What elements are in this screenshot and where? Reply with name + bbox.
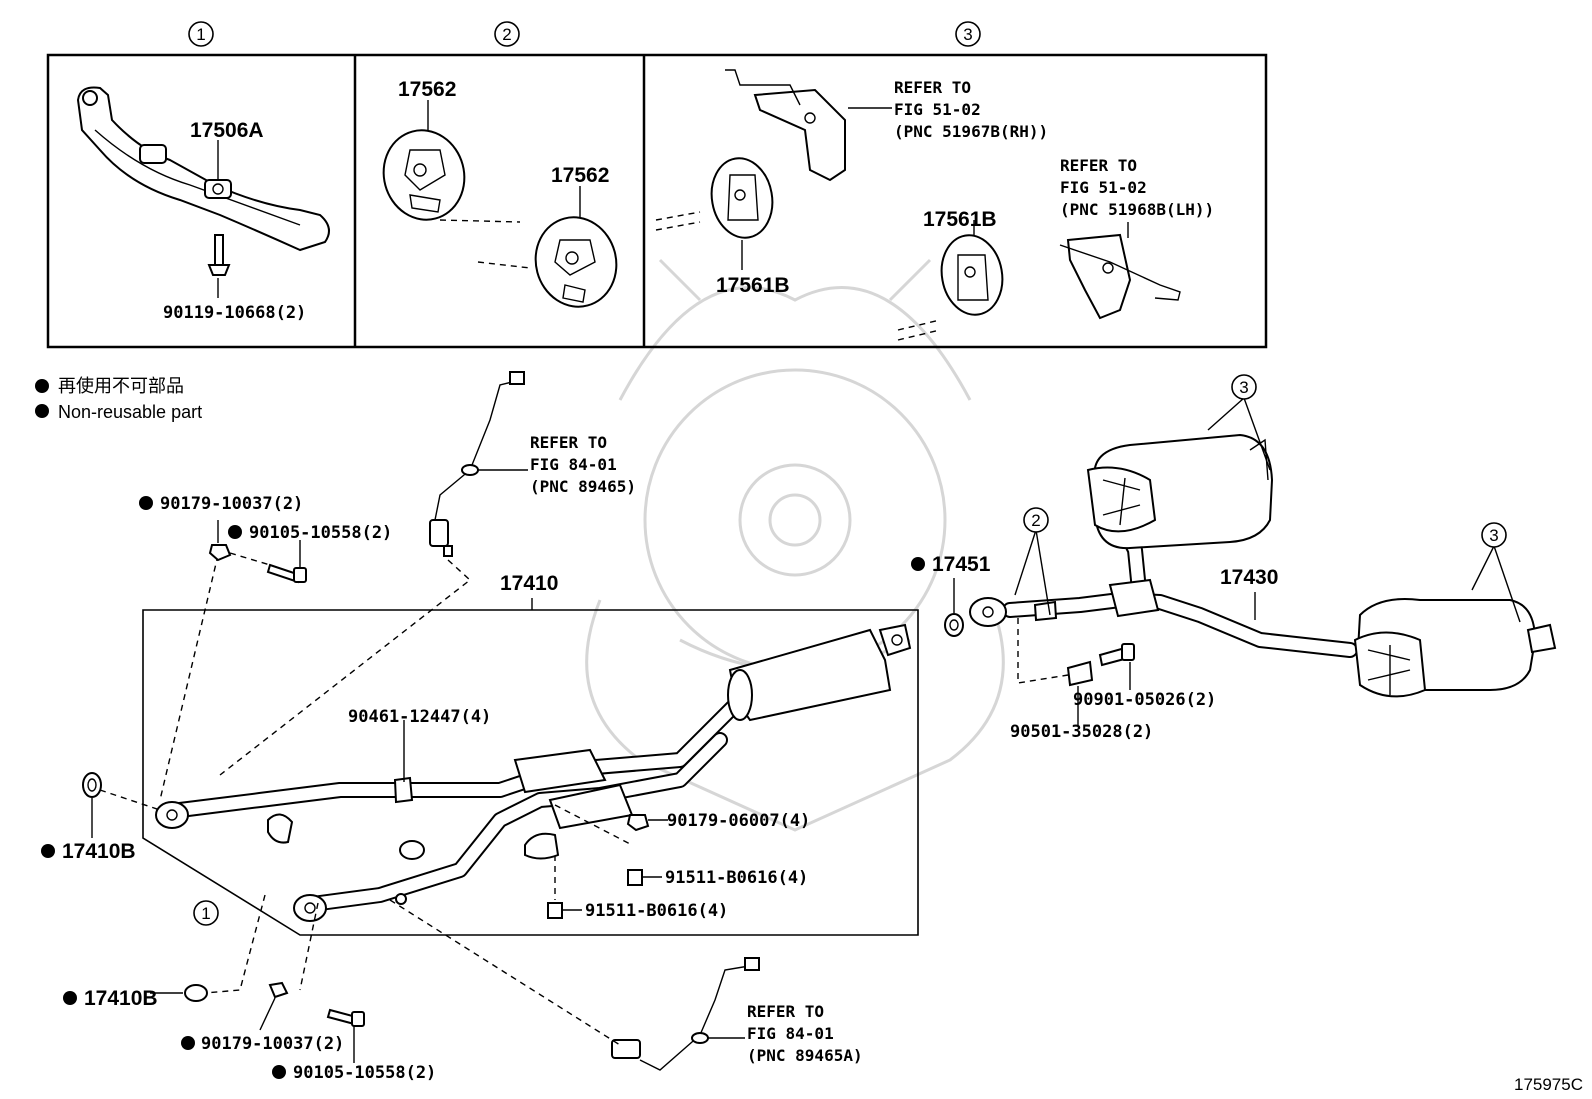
rubber-hanger-17561B-b xyxy=(897,220,1004,341)
label-90901-05026: 90901-05026(2) xyxy=(1073,690,1216,710)
label-17410B-upper: 17410B xyxy=(62,840,136,863)
circle-callout-3-upper: 3 xyxy=(1207,374,1271,471)
legend-en: Non-reusable part xyxy=(58,402,202,422)
label-91511-B0616-b: 91511-B0616(4) xyxy=(585,901,728,921)
dashed-leaders-front xyxy=(99,552,633,1046)
front-pipe-assembly-box xyxy=(142,598,919,936)
label-90461-12447: 90461-12447(4) xyxy=(348,707,491,727)
fasteners-front xyxy=(82,520,668,1063)
refer-fig-84-01-lower: REFER TO FIG 84-01 (PNC 89465A) xyxy=(747,1002,863,1065)
legend: 再使用不可部品 Non-reusable part xyxy=(35,376,202,422)
circle-callout-1-text: 1 xyxy=(201,904,210,923)
oxygen-sensor-upper xyxy=(429,371,528,557)
label-90501-35028: 90501-35028(2) xyxy=(1010,722,1153,742)
hanger-bracket-lh xyxy=(1059,222,1181,320)
ref-rh-line1: REFER TO xyxy=(894,78,971,97)
box-3-number: 3 xyxy=(955,21,981,47)
circle-callout-2-text: 2 xyxy=(1031,511,1040,530)
ref-lh-line3: (PNC 51968B(LH)) xyxy=(1060,200,1214,219)
oxygen-sensor-lower xyxy=(611,957,760,1071)
bullet-90105-10558-lower xyxy=(272,1065,286,1079)
label-17451: 17451 xyxy=(932,553,991,576)
legend-jp: 再使用不可部品 xyxy=(58,376,184,396)
label-17562-b: 17562 xyxy=(551,164,609,187)
box-2-number-text: 2 xyxy=(502,25,511,44)
bullet-90179-10037-upper xyxy=(139,496,153,510)
legend-bullet-jp xyxy=(35,379,49,393)
label-17562-a: 17562 xyxy=(398,78,456,101)
box-1-number-text: 1 xyxy=(196,25,205,44)
label-17430: 17430 xyxy=(1220,566,1278,589)
top-panel-boxes xyxy=(46,53,1268,349)
fasteners-rear xyxy=(944,578,1135,725)
label-17410: 17410 xyxy=(500,572,558,595)
watermark-emblem xyxy=(585,258,1005,832)
bullet-17410B-lower xyxy=(63,991,77,1005)
bullet-90105-10558-upper xyxy=(228,525,242,539)
circle-callout-3-right-text: 3 xyxy=(1489,526,1498,545)
hanger-bracket-rh xyxy=(725,69,892,182)
bullet-90179-10037-lower xyxy=(181,1036,195,1050)
label-90179-10037-lower: 90179-10037(2) xyxy=(201,1034,344,1054)
ref-sensor-lower-line1: REFER TO xyxy=(747,1002,824,1021)
bullet-17451 xyxy=(911,557,925,571)
rubber-hanger-17562-a xyxy=(382,100,521,223)
label-91511-B0616-a: 91511-B0616(4) xyxy=(665,868,808,888)
figure-code: 175975C xyxy=(1514,1075,1583,1094)
box-1-number: 1 xyxy=(188,21,214,47)
rubber-hanger-17561B-a xyxy=(655,157,774,270)
label-17410B-lower: 17410B xyxy=(84,987,158,1010)
label-90119-10668: 90119-10668(2) xyxy=(163,303,306,323)
box-2-number: 2 xyxy=(494,21,520,47)
label-90179-10037-upper: 90179-10037(2) xyxy=(160,494,303,514)
refer-fig-51-02-rh: REFER TO FIG 51-02 (PNC 51967B(RH)) xyxy=(894,78,1048,141)
label-17506A: 17506A xyxy=(190,119,264,142)
refer-fig-51-02-lh: REFER TO FIG 51-02 (PNC 51968B(LH)) xyxy=(1060,156,1214,219)
center-pipe-17430 xyxy=(969,433,1557,698)
label-17561B-a: 17561B xyxy=(716,274,790,297)
ref-sensor-upper-line2: FIG 84-01 xyxy=(530,455,617,474)
bullet-17410B-upper xyxy=(41,844,55,858)
label-90105-10558-upper: 90105-10558(2) xyxy=(249,523,392,543)
ref-rh-line3: (PNC 51967B(RH)) xyxy=(894,122,1048,141)
label-90105-10558-lower: 90105-10558(2) xyxy=(293,1063,436,1083)
box-3-number-text: 3 xyxy=(963,25,972,44)
refer-fig-84-01-upper: REFER TO FIG 84-01 (PNC 89465) xyxy=(530,433,636,496)
ref-sensor-upper-line1: REFER TO xyxy=(530,433,607,452)
ref-lh-line2: FIG 51-02 xyxy=(1060,178,1147,197)
label-17561B-b: 17561B xyxy=(923,208,997,231)
label-90179-06007: 90179-06007(4) xyxy=(667,811,810,831)
front-pipe-17410 xyxy=(155,623,912,922)
ref-sensor-lower-line2: FIG 84-01 xyxy=(747,1024,834,1043)
circle-callout-3-right: 3 xyxy=(1471,522,1521,623)
ref-rh-line2: FIG 51-02 xyxy=(894,100,981,119)
ref-sensor-upper-line3: (PNC 89465) xyxy=(530,477,636,496)
circle-callout-2: 2 xyxy=(1014,507,1051,616)
circle-callout-1: 1 xyxy=(193,900,219,926)
support-bracket-drawing xyxy=(76,86,330,298)
circle-callout-3-upper-text: 3 xyxy=(1239,378,1248,397)
rubber-hanger-17562-b xyxy=(477,186,618,308)
ref-sensor-lower-line3: (PNC 89465A) xyxy=(747,1046,863,1065)
ref-lh-line1: REFER TO xyxy=(1060,156,1137,175)
legend-bullet-en xyxy=(35,404,49,418)
